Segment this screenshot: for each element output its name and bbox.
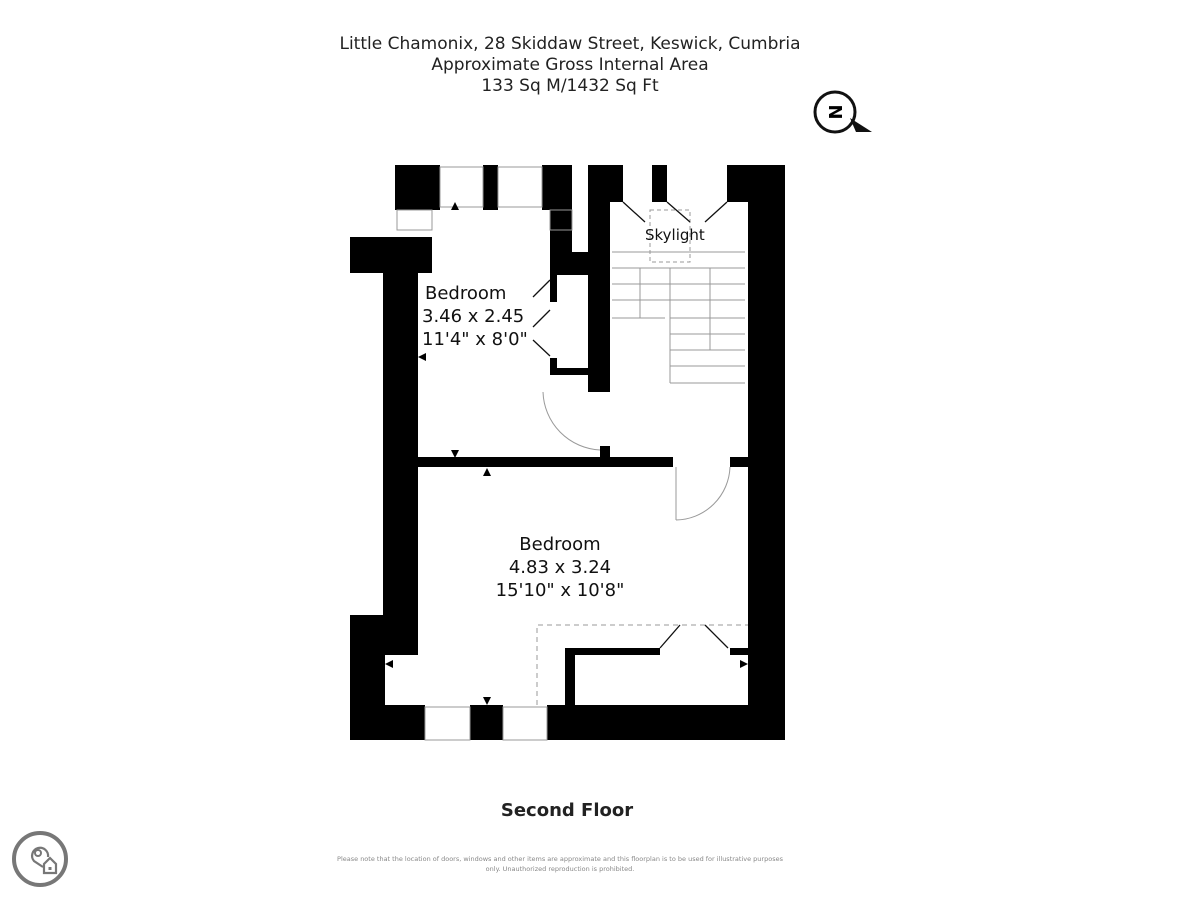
room-name: Bedroom [519,534,601,555]
room-label-bedroom-1: Bedroom 3.46 x 2.45 11'4" x 8'0" [422,282,528,351]
fixtures [396,166,748,741]
room-imperial: 15'10" x 10'8" [495,580,625,601]
dimension-arrows [385,202,748,705]
skylight-label: Skylight [645,226,705,244]
disclaimer: Please note that the location of doors, … [337,855,783,873]
svg-text:N: N [826,104,847,119]
title-address: Little Chamonix, 28 Skiddaw Street, Kesw… [339,34,801,54]
floor-name: Second Floor [500,800,634,821]
room-imperial: 11'4" x 8'0" [422,329,528,350]
room-metric: 3.46 x 2.45 [422,306,525,327]
room-name: Bedroom [425,283,507,304]
location-home-icon [12,831,68,887]
title-area-label: Approximate Gross Internal Area [431,55,709,75]
room-label-bedroom-2: Bedroom 4.83 x 3.24 15'10" x 10'8" [480,533,640,602]
doors [532,201,729,649]
compass-icon: N [813,90,872,134]
title-area: 133 Sq M/1432 Sq Ft [481,76,659,96]
walls [350,165,785,740]
room-metric: 4.83 x 3.24 [508,557,612,578]
